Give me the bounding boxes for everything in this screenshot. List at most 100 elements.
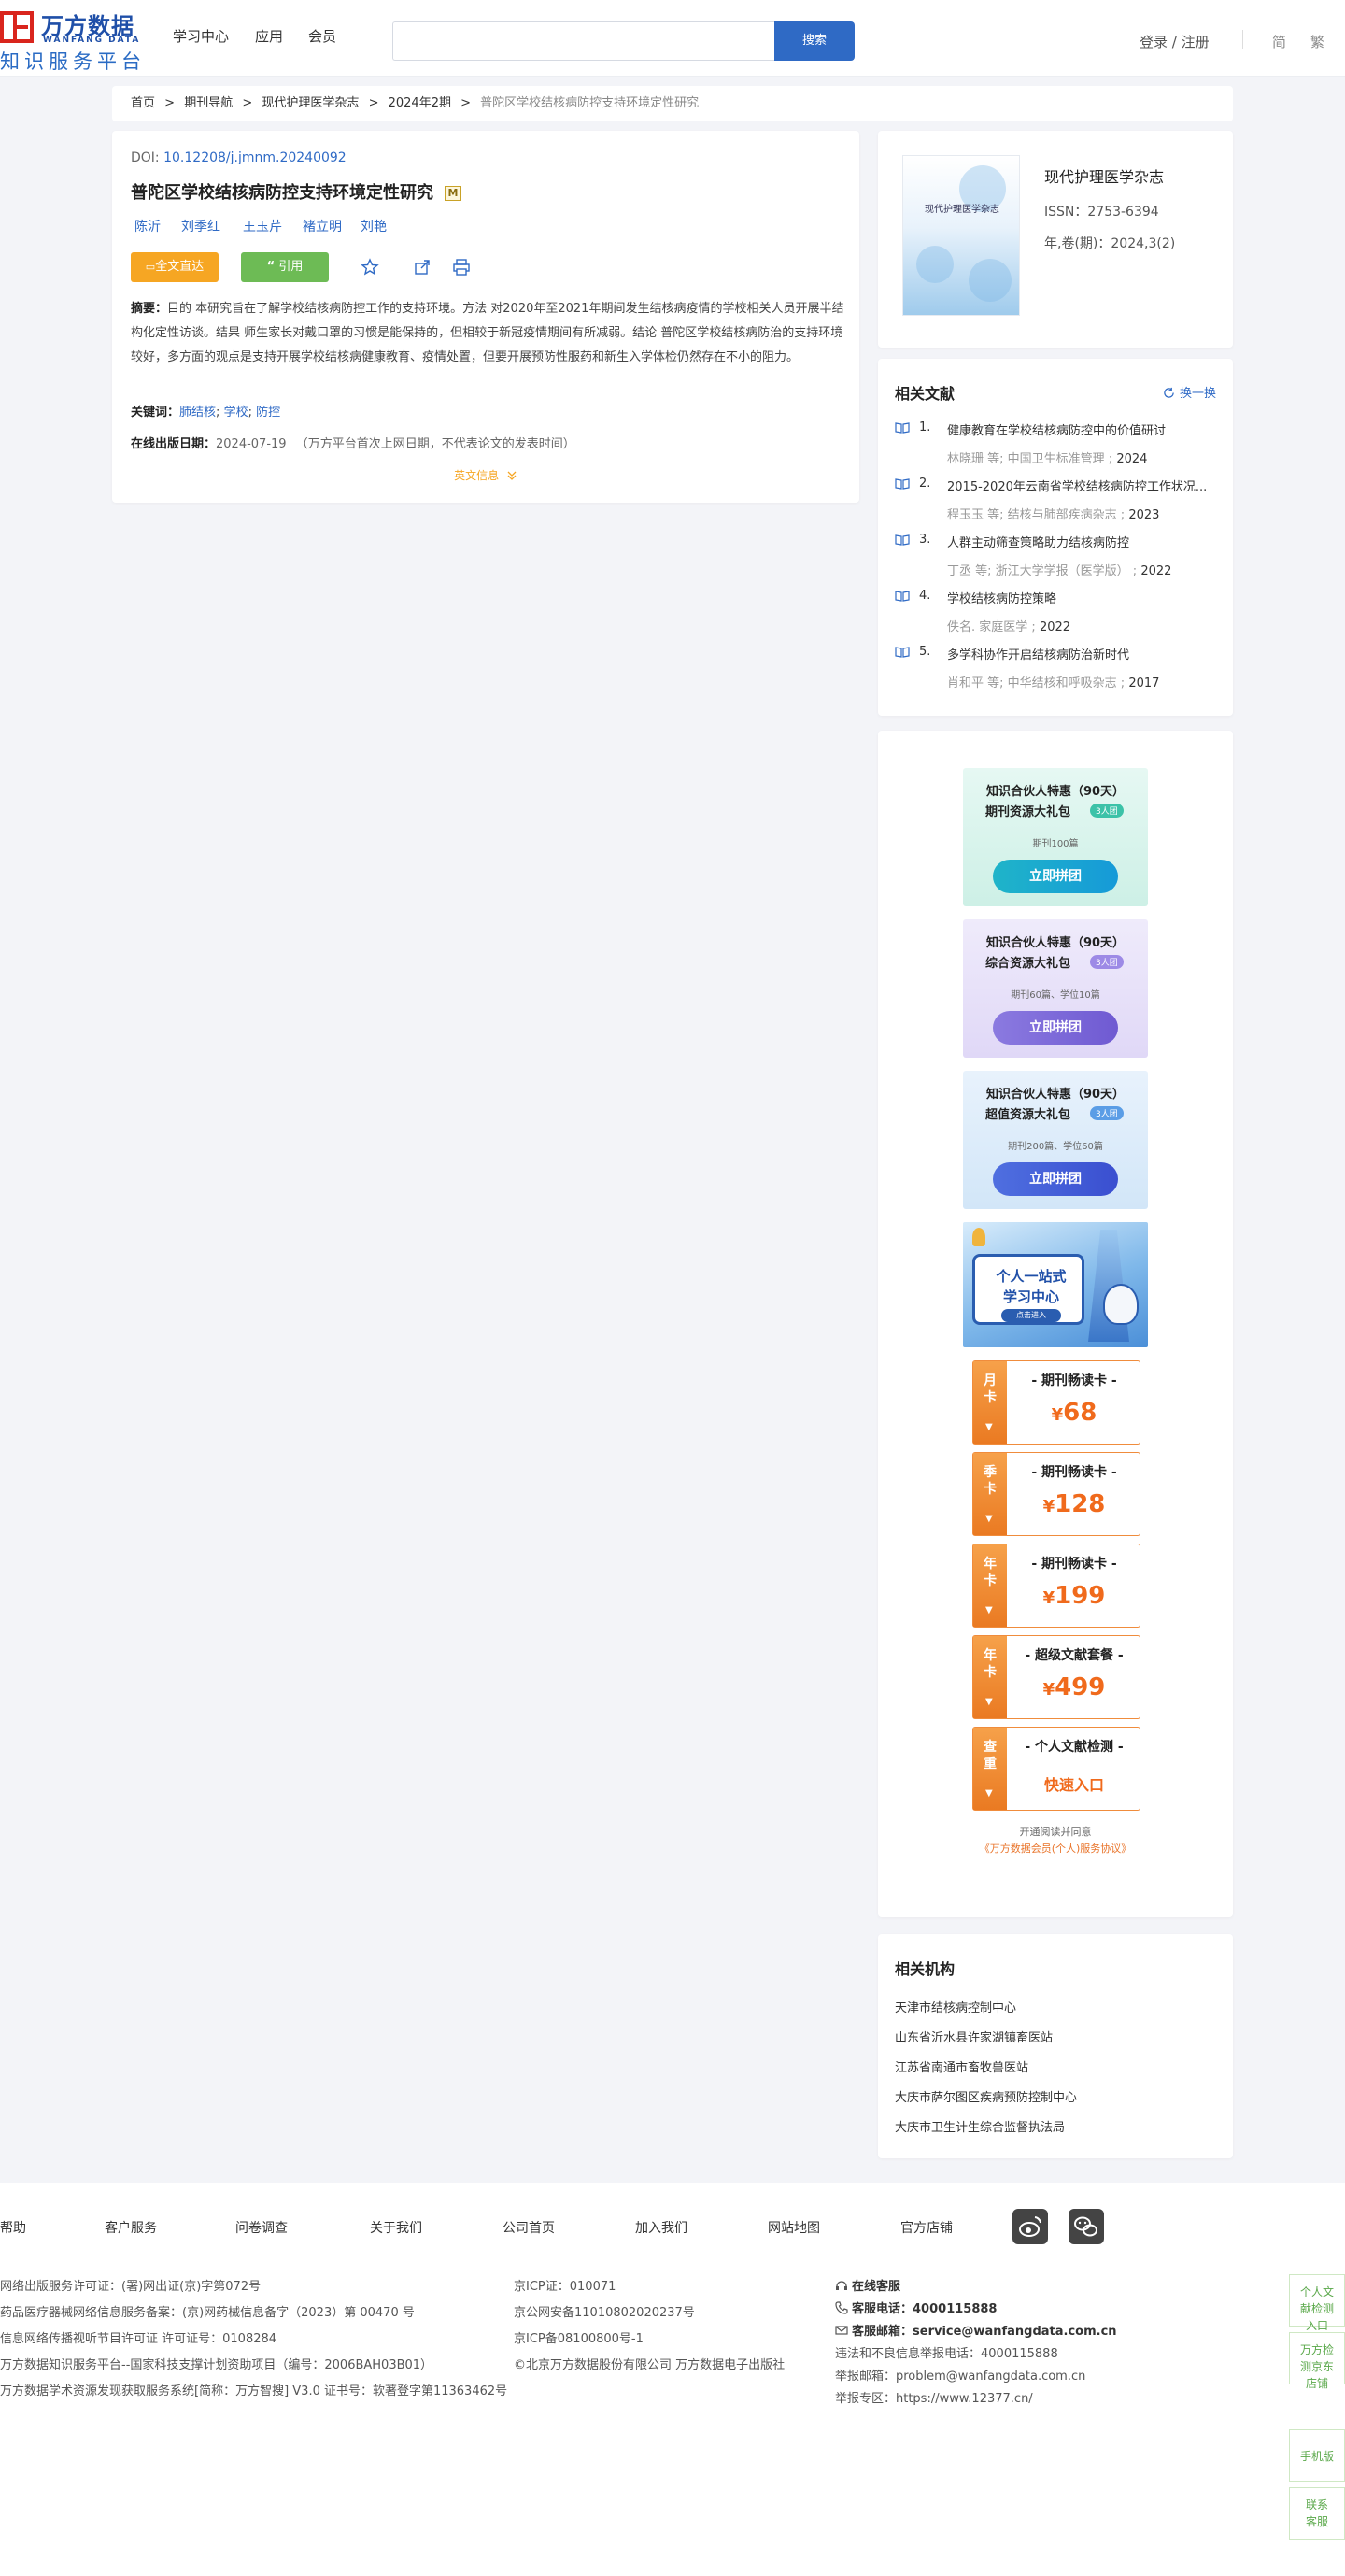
org-link[interactable]: 江苏省南通市畜牧兽医站 [895, 2061, 1029, 2075]
related-title-link[interactable]: 2015-2020年云南省学校结核病防控工作状况... [947, 480, 1208, 494]
footer-icp[interactable]: 京ICP备08100800号-1 [514, 2332, 644, 2346]
wechat-icon[interactable] [1069, 2209, 1104, 2244]
swap-button[interactable]: 换一换 [1163, 383, 1216, 401]
breadcrumb-journal-nav[interactable]: 期刊导航 [184, 96, 234, 110]
publish-date: 2024-07-19 [216, 437, 287, 451]
doi-link[interactable]: 10.12208/j.jmnm.20240092 [163, 150, 347, 165]
breadcrumb-home[interactable]: 首页 [131, 96, 156, 110]
footer-nav-about[interactable]: 关于我们 [370, 2221, 422, 2236]
cover-decoration [959, 165, 1006, 212]
plagiarism-check-card[interactable]: 查重 ▼ - 个人文献检测 - 快速入口 [972, 1727, 1140, 1811]
footer-icp[interactable]: 京ICP证：010071 [514, 2280, 616, 2294]
lang-traditional[interactable]: 繁 [1310, 34, 1325, 50]
footer-nav-survey[interactable]: 问卷调查 [235, 2221, 288, 2236]
banner-title: 个人一站式 [996, 1268, 1067, 1285]
package-subtitle: 综合资源大礼包 [985, 957, 1071, 971]
breadcrumb-journal[interactable]: 现代护理医学杂志 [262, 96, 360, 110]
wanfang-logo[interactable]: 万方数据 WANFANG DATA 知识服务平台 [0, 6, 149, 73]
package-title: 知识合伙人特惠（90天） [985, 1088, 1126, 1102]
breadcrumb-issue[interactable]: 2024年2期 [388, 96, 451, 110]
currency-symbol: ¥ [1042, 1680, 1055, 1700]
keyword-link[interactable]: 防控 [256, 406, 281, 420]
related-meta: 程玉玉 等; 结核与肺部疾病杂志 ; 2023 [947, 508, 1160, 522]
group-buy-button[interactable]: 立即拼团 [993, 1162, 1118, 1196]
chevron-down-icon: ▼ [985, 1422, 993, 1432]
keyword-link[interactable]: 肺结核 [179, 406, 217, 420]
keyword-link[interactable]: 学校 [223, 406, 248, 420]
nav-apps[interactable]: 应用 [255, 28, 284, 45]
publish-date-note: （万方平台首次上网日期，不代表论文的发表时间） [295, 437, 575, 451]
related-authors: 丁丞 等; [947, 564, 992, 578]
banner-enter-button[interactable]: 点击进入 [1001, 1309, 1061, 1322]
group-buy-button[interactable]: 立即拼团 [993, 860, 1118, 893]
org-link[interactable]: 天津市结核病控制中心 [895, 2001, 1017, 2015]
related-title-link[interactable]: 学校结核病防控策略 [947, 592, 1057, 606]
org-link[interactable]: 山东省沂水县许家湖镇畜医站 [895, 2031, 1054, 2045]
email-address[interactable]: service@wanfangdata.com.cn [913, 2325, 1117, 2339]
price-value: 199 [1055, 1582, 1106, 1610]
search-button[interactable]: 搜索 [774, 21, 855, 61]
package-desc: 期刊100篇 [1032, 839, 1079, 849]
org-link[interactable]: 大庆市卫生计生综合监督执法局 [895, 2121, 1066, 2135]
footer-copyright: ©北京万方数据股份有限公司 万方数据电子出版社 [514, 2358, 786, 2372]
related-title-link[interactable]: 多学科协作开启结核病防治新时代 [947, 648, 1130, 662]
package-desc: 期刊200篇、学位60篇 [1008, 1142, 1103, 1152]
metric-badge-icon[interactable]: M [445, 186, 461, 201]
related-title-link[interactable]: 健康教育在学校结核病防控中的价值研讨 [947, 424, 1167, 438]
search-input[interactable] [392, 21, 775, 61]
mobile-version[interactable]: 手机版 [1289, 2429, 1345, 2482]
book-icon [895, 478, 910, 490]
cover-decoration [916, 246, 954, 283]
nav-membership[interactable]: 会员 [308, 28, 337, 45]
footer-nav-store[interactable]: 官方店铺 [900, 2221, 953, 2236]
journal-cover[interactable]: 现代护理医学杂志 [902, 155, 1020, 316]
author-link[interactable]: 刘季红 [181, 220, 220, 235]
jd-store-entry[interactable]: 万方检测京东店铺 [1289, 2332, 1345, 2390]
footer-nav-sitemap[interactable]: 网站地图 [768, 2221, 820, 2236]
nav-learning-center[interactable]: 学习中心 [173, 28, 230, 45]
report-zone-link[interactable]: 举报专区：https://www.12377.cn/ [835, 2392, 1033, 2406]
personal-check-entry[interactable]: 个人文献检测入口 [1289, 2274, 1345, 2332]
footer-icp[interactable]: 京公网安备11010802020237号 [514, 2306, 695, 2320]
doi-label: DOI: [131, 150, 160, 165]
footer-nav-service[interactable]: 客户服务 [105, 2221, 157, 2236]
print-icon[interactable] [452, 258, 471, 277]
related-title-link[interactable]: 人群主动筛查策略助力结核病防控 [947, 536, 1130, 550]
share-icon[interactable] [413, 258, 432, 277]
doi-line: DOI: 10.12208/j.jmnm.20240092 [131, 150, 347, 165]
author-link[interactable]: 王玉芹 [243, 220, 282, 235]
weibo-icon[interactable] [1012, 2209, 1048, 2244]
contact-service[interactable]: 联系客服 [1289, 2487, 1345, 2540]
author-link[interactable]: 陈沂 [134, 220, 161, 235]
journal-card: 现代护理医学杂志 现代护理医学杂志 ISSN：2753-6394 年,卷(期)：… [878, 131, 1233, 348]
author-link[interactable]: 褚立明 [303, 220, 342, 235]
side-float-label: 个人文献检测入口 [1299, 2285, 1334, 2332]
online-service[interactable]: 在线客服 [835, 2276, 900, 2294]
group-buy-button[interactable]: 立即拼团 [993, 1011, 1118, 1045]
breadcrumb: 首页 > 期刊导航 > 现代护理医学杂志 > 2024年2期 > 普陀区学校结核… [112, 86, 1233, 121]
agreement-link[interactable]: 《万方数据会员(个人)服务协议》 [979, 1843, 1132, 1855]
cite-button[interactable]: “ 引用 [241, 252, 329, 282]
english-info-toggle[interactable]: 英文信息 [112, 467, 859, 483]
monthly-card[interactable]: 月卡 ▼ - 期刊畅读卡 - ¥68 [972, 1360, 1140, 1445]
org-link[interactable]: 大庆市萨尔图区疾病预防控制中心 [895, 2091, 1078, 2105]
footer-nav-join[interactable]: 加入我们 [635, 2221, 687, 2236]
star-icon[interactable] [361, 258, 379, 277]
footer-nav-company[interactable]: 公司首页 [503, 2221, 555, 2236]
super-package-card[interactable]: 年卡 ▼ - 超级文献套餐 - ¥499 [972, 1635, 1140, 1719]
quick-entry-link[interactable]: 快速入口 [1043, 1776, 1104, 1794]
refresh-icon [1164, 387, 1174, 398]
full-text-button[interactable]: ▭全文直达 [131, 252, 219, 282]
lang-simplified[interactable]: 简 [1272, 34, 1287, 50]
card-price: ¥499 [1007, 1673, 1141, 1701]
journal-name[interactable]: 现代护理医学杂志 [1044, 168, 1165, 186]
footer-nav-help[interactable]: 帮助 [0, 2221, 26, 2236]
chevron-down-icon: ▼ [985, 1788, 993, 1799]
author-link[interactable]: 刘艳 [361, 220, 387, 235]
quarterly-card[interactable]: 季卡 ▼ - 期刊畅读卡 - ¥128 [972, 1452, 1140, 1536]
annual-card[interactable]: 年卡 ▼ - 期刊畅读卡 - ¥199 [972, 1544, 1140, 1628]
package-title: 知识合伙人特惠（90天） [985, 785, 1126, 799]
login-register-link[interactable]: 登录 / 注册 [1140, 34, 1210, 50]
learning-center-banner[interactable]: 个人一站式 学习中心 点击进入 [963, 1222, 1148, 1347]
